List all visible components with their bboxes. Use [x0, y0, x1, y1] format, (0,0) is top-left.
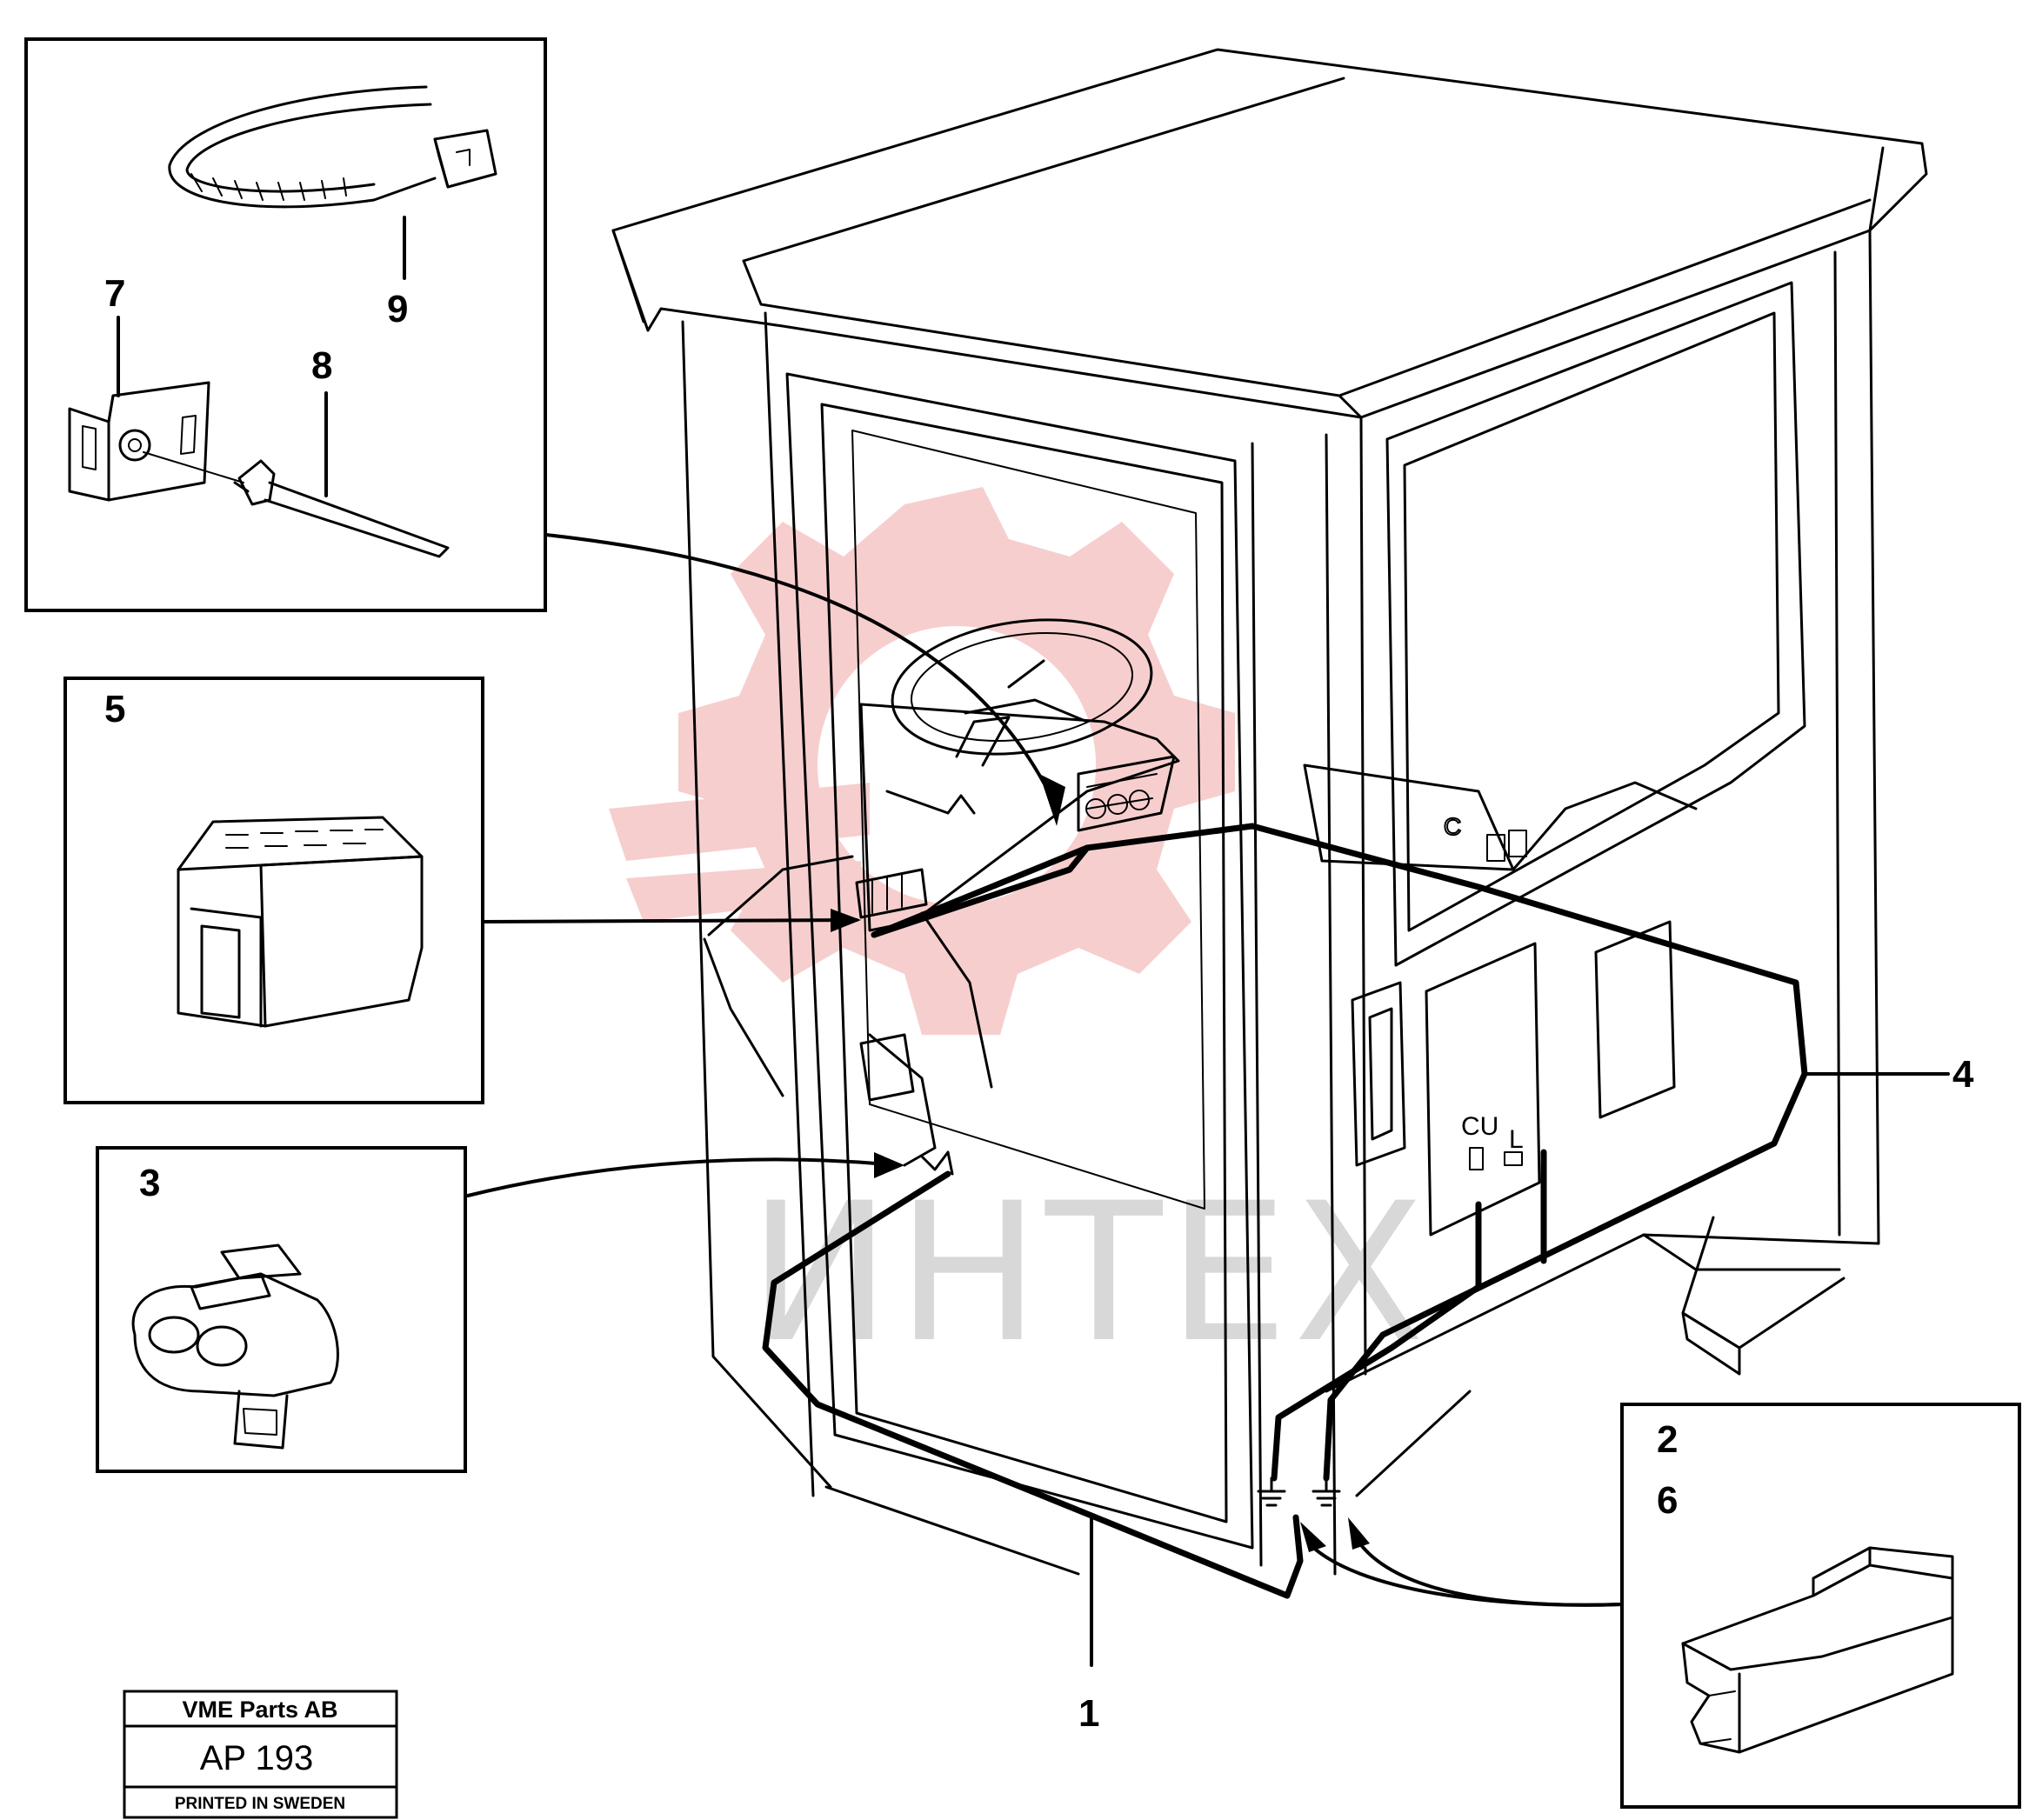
inset-connector-2-6: 2 6	[1620, 1403, 2021, 1809]
push-rivet-icon	[143, 451, 450, 558]
cab-body: C	[611, 48, 1928, 1576]
cable-tie-icon	[168, 85, 497, 209]
svg-text:C: C	[1444, 813, 1461, 840]
inset-connector-3: 3	[96, 1146, 467, 1473]
wiring-harness: CU L	[762, 823, 1808, 1599]
inset-connector-5: 5	[63, 677, 484, 1104]
callout-3: 3	[139, 1162, 160, 1204]
connector-housing-icon	[177, 816, 424, 1028]
terminal-housing-icon	[1681, 1546, 1954, 1754]
watermark-text: ИНТЕХ	[748, 1162, 1430, 1384]
callout-4: 4	[1952, 1053, 1974, 1096]
ground-symbol-icon	[1257, 1477, 1286, 1507]
callout-7: 7	[104, 272, 125, 315]
callout-1: 1	[1078, 1692, 1099, 1735]
mounting-clip-icon	[68, 381, 210, 502]
watermark-gear-icon	[609, 487, 1235, 1035]
leader-lines	[466, 533, 1950, 1667]
title-block-company: VME Parts AB	[182, 1697, 337, 1723]
callout-9: 9	[387, 288, 408, 330]
title-block-printed: PRINTED IN SWEDEN	[175, 1795, 345, 1813]
ground-symbol-icon	[1312, 1477, 1341, 1507]
title-block: VME Parts AB AP 193 PRINTED IN SWEDEN	[123, 1690, 398, 1819]
inset-fasteners: 9 7 8	[24, 37, 547, 612]
callout-8: 8	[311, 344, 332, 387]
plug-connector-icon	[131, 1243, 339, 1450]
panel-mark: CU	[1461, 1112, 1498, 1141]
callout-2: 2	[1657, 1418, 1678, 1461]
callout-5: 5	[104, 688, 125, 730]
callout-6: 6	[1657, 1479, 1678, 1522]
title-block-code: AP 193	[200, 1739, 314, 1777]
panel-mark: L	[1509, 1125, 1524, 1154]
